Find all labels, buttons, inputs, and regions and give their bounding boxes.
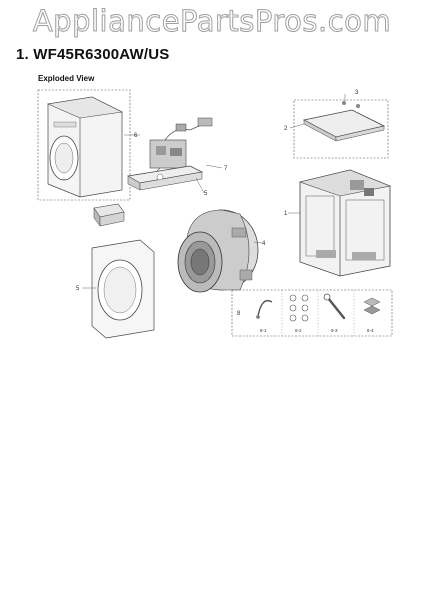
callout-2: 2 (284, 126, 288, 132)
callout-8: 8 (237, 311, 241, 317)
kit-label-8-2: 8-2 (295, 328, 302, 333)
control-panel (126, 165, 204, 191)
tub-assembly (177, 209, 259, 293)
callout-4: 4 (262, 241, 266, 247)
kit-label-8-3: 8-3 (331, 328, 338, 333)
page-title: 1. WF45R6300AW/US (16, 46, 170, 63)
section-subtitle: Exploded View (38, 74, 95, 83)
callout-7: 7 (224, 166, 228, 172)
door-assembly (91, 239, 155, 339)
kit-label-8-1: 8-1 (260, 328, 267, 333)
kit-label-8-4: 8-4 (367, 328, 374, 333)
callout-1: 1 (284, 211, 288, 217)
top-cover-assembly (293, 99, 389, 159)
detergent-drawer (93, 203, 125, 227)
callout-3: 3 (355, 90, 359, 96)
watermark: AppliancePartsPros.com (32, 4, 392, 39)
leader-lines (82, 94, 346, 289)
callout-5-door: 5 (76, 286, 80, 292)
callout-6: 6 (134, 133, 138, 139)
callout-5-panel: 5 (204, 191, 208, 197)
accessory-kit (231, 289, 393, 337)
cabinet-frame (298, 169, 392, 277)
front-top-assembly (37, 89, 131, 201)
